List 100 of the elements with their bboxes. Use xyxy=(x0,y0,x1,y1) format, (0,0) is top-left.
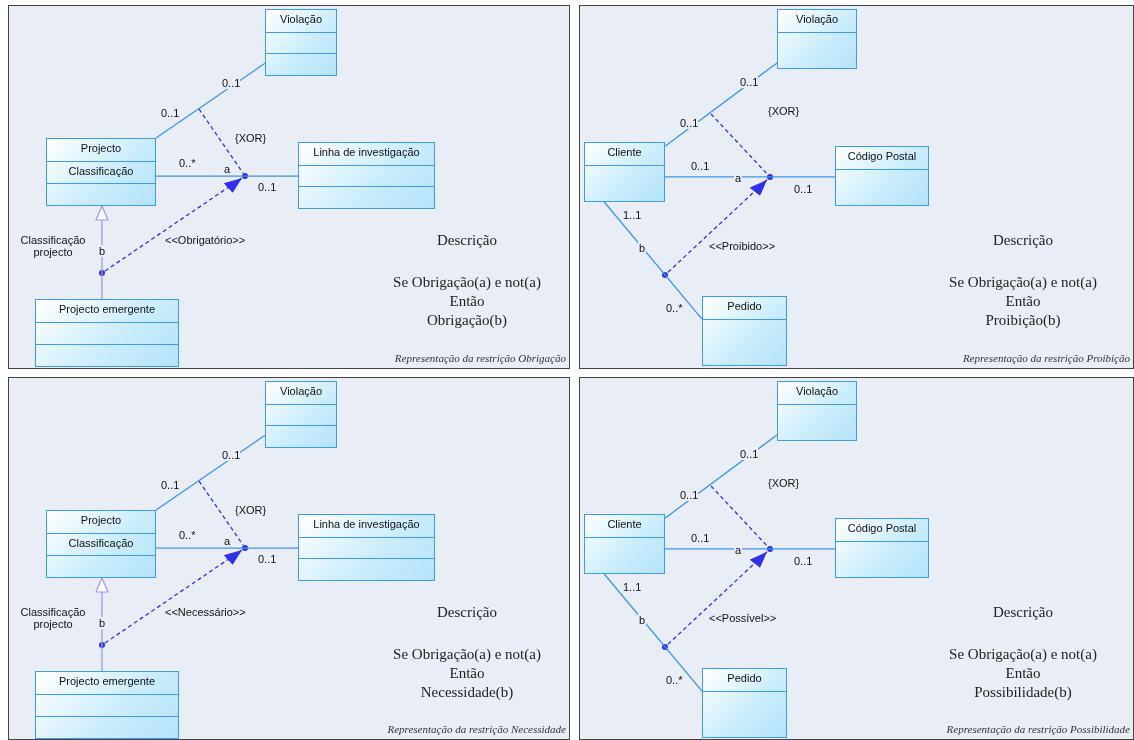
dependency-arrow xyxy=(667,179,768,273)
multiplicity-label: 0..* xyxy=(666,674,683,686)
class-name: Violação xyxy=(279,385,323,397)
generalization-arrow xyxy=(95,205,109,300)
junction-dot xyxy=(662,644,668,650)
class-name: Violação xyxy=(795,385,839,397)
association-line xyxy=(664,548,836,550)
constraint-line xyxy=(710,485,768,547)
edge-label: <<Proibido>> xyxy=(708,240,777,252)
note-text: Representação da restrição Possibilidade xyxy=(946,723,1130,735)
junction-dot xyxy=(662,272,668,278)
edge-label: {XOR} xyxy=(767,477,801,489)
class-name: Cliente xyxy=(606,146,643,158)
multiplicity-label: 0..* xyxy=(179,529,196,541)
multiplicity-label: 0..1 xyxy=(740,76,759,88)
constraint-line xyxy=(710,113,768,175)
class-name: Código Postal xyxy=(846,522,918,534)
multiplicity-label: 1..1 xyxy=(623,581,642,593)
rule-text: Então xyxy=(1004,665,1042,682)
class-name: Pedido xyxy=(726,300,763,312)
rule-text: Necessidade(b) xyxy=(419,684,515,701)
multiplicity-label: 0..1 xyxy=(691,532,710,544)
edge-label: b xyxy=(638,614,647,626)
diagram-panel xyxy=(8,377,570,740)
class-box xyxy=(298,142,435,209)
class-name: Projecto xyxy=(79,514,123,526)
edge-label: {XOR} xyxy=(234,132,268,144)
association-line xyxy=(155,434,266,511)
junction-dot xyxy=(767,174,773,180)
association-line xyxy=(664,62,778,147)
edge-label: {XOR} xyxy=(767,105,801,117)
class-name: Código Postal xyxy=(846,150,918,162)
multiplicity-label: 0..1 xyxy=(740,448,759,460)
edge-label: b xyxy=(638,242,647,254)
class-box xyxy=(265,381,337,448)
class-box xyxy=(584,514,665,574)
rule-text: Possibilidade(b) xyxy=(973,684,1073,701)
class-name: Pedido xyxy=(726,672,763,684)
multiplicity-label: 0..1 xyxy=(222,449,241,461)
attribute-text: Classificação xyxy=(67,165,135,177)
description-heading: Descrição xyxy=(436,232,498,249)
edge-label: b xyxy=(98,617,107,629)
class-box xyxy=(702,668,787,738)
multiplicity-label: 0..1 xyxy=(258,553,277,565)
association-line xyxy=(664,176,836,178)
generalization-arrow xyxy=(95,577,109,672)
class-box xyxy=(265,9,337,76)
class-name: Projecto emergente xyxy=(58,303,156,315)
junction-dot xyxy=(99,270,105,276)
description-heading: Descrição xyxy=(992,232,1054,249)
multiplicity-label: 0..1 xyxy=(794,183,813,195)
class-name: Linha de investigação xyxy=(312,518,421,530)
association-line xyxy=(664,434,778,519)
edge-label: b xyxy=(98,245,107,257)
rule-text: Se Obrigação(a) e not(a) xyxy=(392,274,542,291)
class-name: Cliente xyxy=(606,518,643,530)
note-text: Representação da restrição Necessidade xyxy=(387,723,566,735)
class-box xyxy=(835,146,929,206)
rule-text: Então xyxy=(448,293,486,310)
class-box xyxy=(835,518,929,578)
edge-label: <<Obrigatório>> xyxy=(164,234,247,246)
class-name: Projecto xyxy=(79,142,123,154)
diagram-panel xyxy=(579,5,1134,369)
junction-dot xyxy=(242,173,248,179)
multiplicity-label: 0..1 xyxy=(691,160,710,172)
multiplicity-label: 0..* xyxy=(179,157,196,169)
class-box xyxy=(584,142,665,202)
association-line xyxy=(603,201,703,320)
association-line xyxy=(155,62,266,139)
class-name: Violação xyxy=(795,13,839,25)
class-name: Linha de investigação xyxy=(312,146,421,158)
rule-text: Se Obrigação(a) e not(a) xyxy=(948,274,1098,291)
association-line xyxy=(603,573,703,692)
edge-label: <<Necessário>> xyxy=(164,606,247,618)
diagram-panel xyxy=(8,5,570,369)
rule-text: Então xyxy=(1004,293,1042,310)
multiplicity-label: 1..1 xyxy=(623,209,642,221)
multiplicity-label: 0..1 xyxy=(680,117,699,129)
class-box xyxy=(46,510,156,578)
attribute-text: Classificação xyxy=(67,537,135,549)
class-box xyxy=(35,299,179,367)
class-name: Violação xyxy=(279,13,323,25)
dependency-arrow xyxy=(104,177,243,272)
class-box xyxy=(777,9,857,69)
rule-text: Se Obrigação(a) e not(a) xyxy=(948,646,1098,663)
multiplicity-label: 0..* xyxy=(666,302,683,314)
dependency-arrow xyxy=(104,549,243,644)
junction-dot xyxy=(99,642,105,648)
multiplicity-label: 0..1 xyxy=(794,555,813,567)
edge-label: {XOR} xyxy=(234,504,268,516)
rule-text: Obrigação(b) xyxy=(426,312,508,329)
multiplicity-label: 0..1 xyxy=(222,77,241,89)
association-line xyxy=(155,175,299,177)
multiplicity-label: 0..1 xyxy=(258,181,277,193)
rule-text: Então xyxy=(448,665,486,682)
dependency-arrow xyxy=(667,551,768,645)
diagram-panel xyxy=(579,377,1134,740)
class-box xyxy=(35,671,179,739)
description-heading: Descrição xyxy=(992,604,1054,621)
class-box xyxy=(702,296,787,366)
